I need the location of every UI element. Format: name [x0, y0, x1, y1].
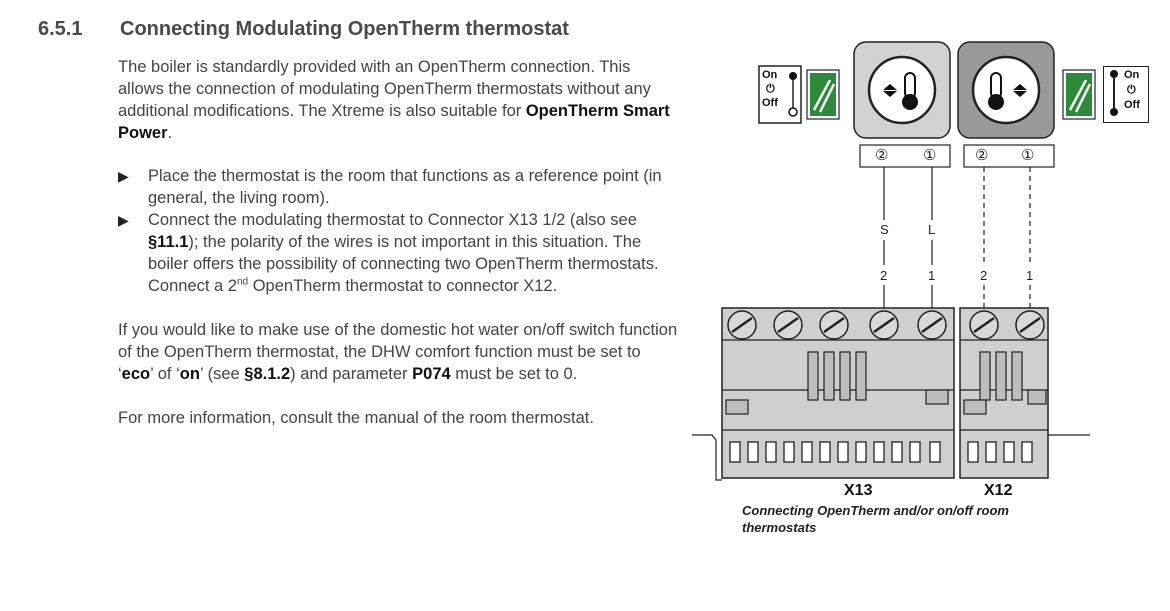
parameter-code: P074: [412, 365, 451, 383]
bullet-item: ▶ Connect the modulating thermostat to C…: [118, 209, 678, 297]
terminal-1-left: ①: [923, 147, 937, 164]
bullet-text: Connect the modulating thermostat to Con…: [148, 211, 637, 229]
para-text: must be set to 0.: [455, 365, 578, 383]
terminal-2-right: ②: [975, 147, 989, 164]
intro-paragraph: The boiler is standardly provided with a…: [118, 58, 670, 142]
wire-l-label: L: [928, 222, 936, 237]
terminal-2-left: ②: [875, 147, 889, 164]
para-text: ) and parameter: [290, 365, 408, 383]
bullet-text: ); the polarity of the wires is not impo…: [148, 233, 659, 295]
switch-off-label-left: Off: [762, 97, 778, 109]
ordinal-suffix: nd: [236, 276, 249, 288]
section-title: Connecting Modulating OpenTherm thermost…: [120, 18, 569, 40]
intro-bold: OpenTherm Smart Power: [118, 102, 670, 142]
bullet-text: Place the thermostat is the room that fu…: [148, 167, 662, 207]
intro-text: The boiler is standardly provided with a…: [118, 58, 651, 120]
pin-1-label: 1: [928, 268, 936, 283]
connector-x12-label: X12: [984, 482, 1013, 499]
dhw-paragraph: If you would like to make use of the dom…: [118, 319, 678, 385]
wiring-diagram-graphic: [692, 41, 1096, 481]
bullet-list: ▶ Place the thermostat is the room that …: [118, 165, 678, 297]
right-switch-box: On ⏻ Off: [1103, 66, 1149, 123]
section-reference: §8.1.2: [244, 365, 291, 383]
body-text: The boiler is standardly provided with a…: [118, 56, 678, 429]
wire-s-label: S: [880, 222, 889, 237]
on-value: on: [179, 365, 200, 383]
bullet-arrow-icon: ▶: [118, 168, 129, 184]
section-number: 6.5.1: [38, 18, 83, 40]
wiring-diagram: On ⏻ Off ② ① ② ① S L 2 1 2 1 X13 X12 Con…: [690, 40, 1100, 560]
eco-value: eco: [121, 365, 151, 383]
pin-2-label-x12: 2: [980, 268, 988, 283]
switch-dot-off: [1110, 108, 1118, 116]
terminal-1-right: ①: [1021, 147, 1035, 164]
para-text: If you would like to make use of the dom…: [118, 321, 678, 383]
switch-line: [1113, 78, 1115, 110]
more-info-paragraph: For more information, consult the manual…: [118, 409, 594, 427]
diagram-caption: Connecting OpenTherm and/or on/off room …: [742, 503, 1009, 535]
bullet-item: ▶ Place the thermostat is the room that …: [118, 165, 678, 209]
pin-2-label: 2: [880, 268, 888, 283]
switch-on-label-left: On: [762, 69, 778, 81]
bullet-arrow-icon: ▶: [118, 212, 129, 228]
power-icon: ⏻: [766, 83, 775, 95]
connector-x13-label: X13: [844, 482, 873, 499]
switch-off-label-right: Off: [1124, 99, 1140, 111]
section-heading: 6.5.1 Connecting Modulating OpenTherm the…: [38, 18, 569, 41]
power-icon: ⏻: [1127, 84, 1136, 96]
section-reference: §11.1: [148, 233, 189, 251]
pin-1-label-x12: 1: [1026, 268, 1034, 283]
bullet-text: OpenTherm thermostat to connector X12.: [252, 277, 558, 295]
switch-on-label-right: On: [1124, 69, 1140, 81]
para-text: ’ of ‘: [150, 365, 180, 383]
para-text: ’ (see: [199, 365, 240, 383]
switch-dot-on: [1110, 70, 1118, 78]
